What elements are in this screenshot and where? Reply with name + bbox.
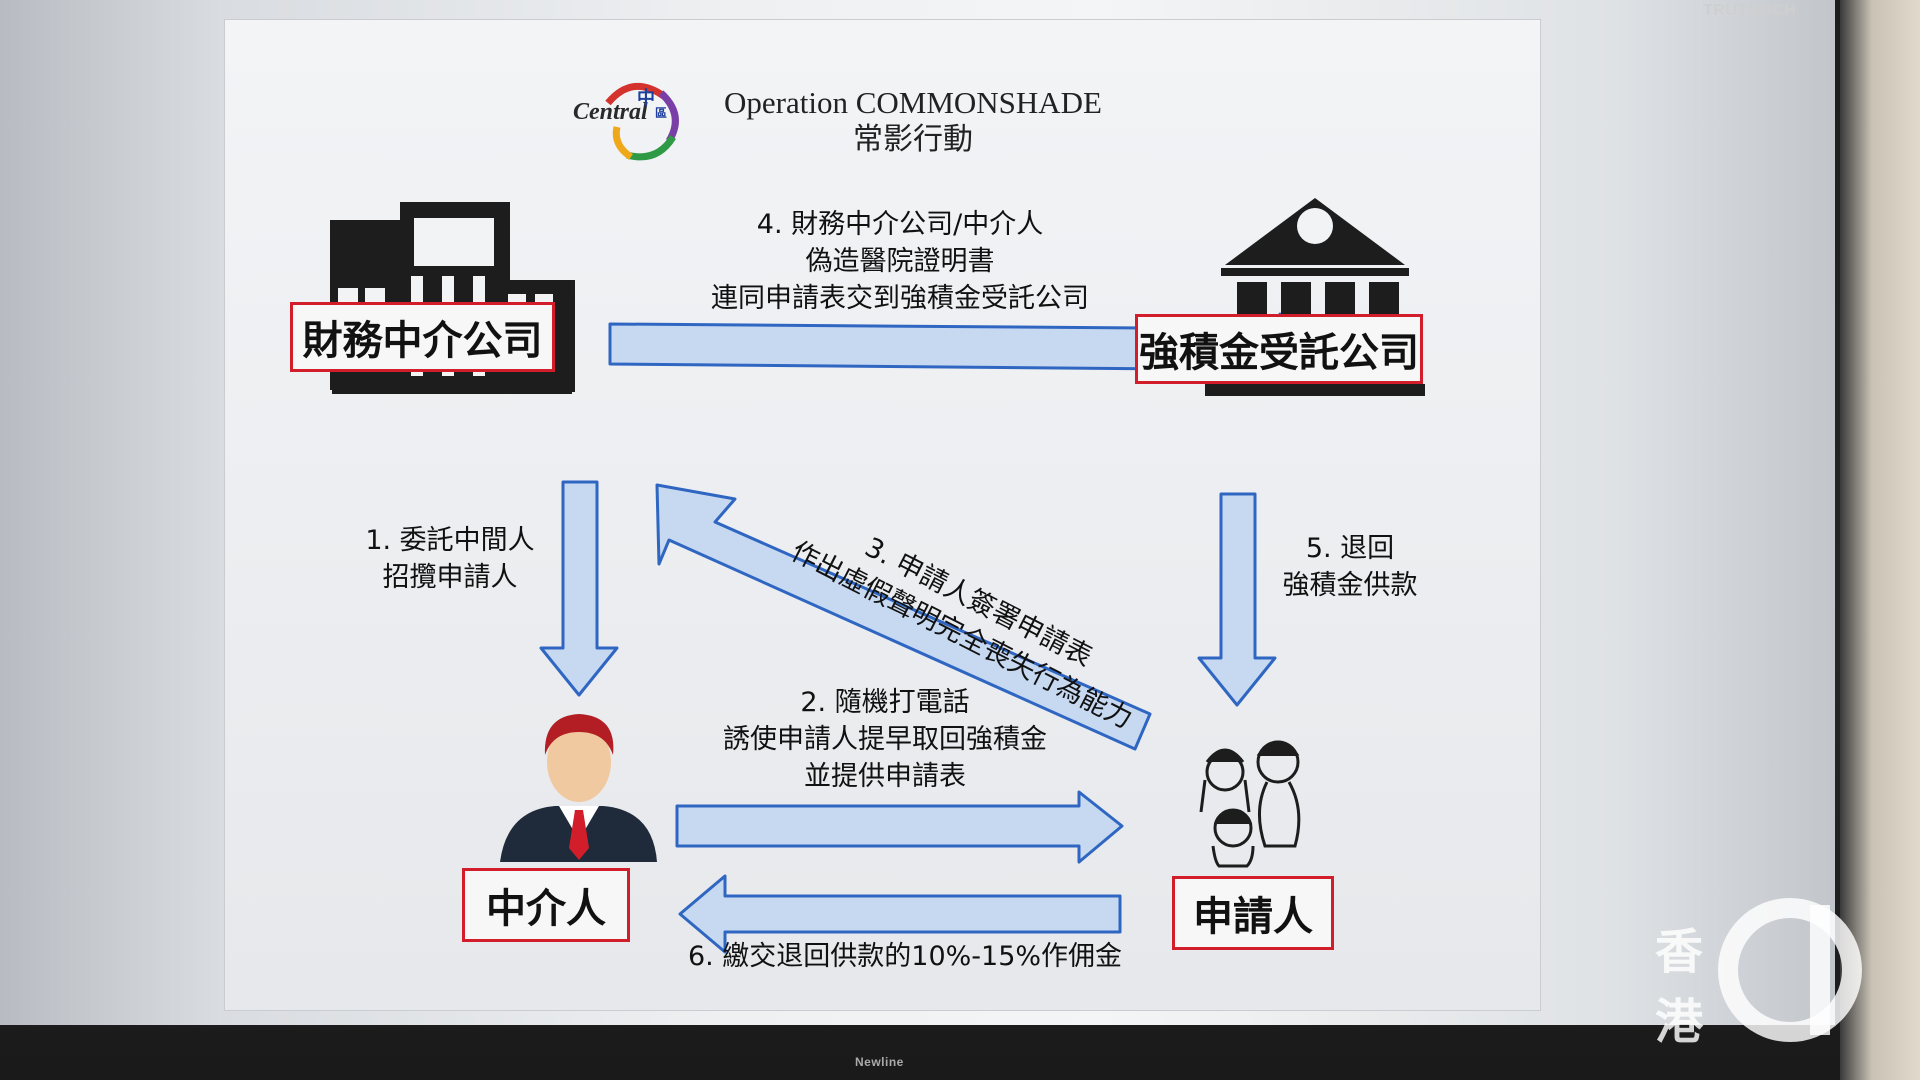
display-bottom-brand: Newline [855, 1055, 904, 1069]
label-step6: 6. 繳交退回供款的10%-15%作佣金 [687, 941, 1123, 972]
businessman-icon [500, 714, 657, 862]
police-district-logo-icon [605, 82, 679, 161]
flow-arrows [330, 198, 1425, 954]
label-step4: 4. 財務中介公司/中介人 偽造醫院證明書 連同申請表交到強積金受託公司 [711, 209, 1089, 314]
logo-text-zh1: 中 [637, 88, 655, 108]
arrow-step5 [1197, 492, 1277, 707]
arrow-step2 [675, 790, 1124, 864]
arrow-step1 [539, 480, 619, 697]
node-company: 財務中介公司 [290, 302, 555, 372]
watermark-char-1: 香 [1655, 924, 1704, 980]
slide-title-zh: 常影行動 [853, 122, 973, 157]
slide: Central 中 區 Operation COMMONSHADE 常影行動 [225, 20, 1540, 1010]
arrow-step3 [655, 483, 1152, 751]
node-agent: 中介人 [462, 868, 630, 942]
node-applicant: 申請人 [1172, 876, 1334, 950]
watermark-char-2: 港 [1655, 994, 1704, 1050]
label-step1: 1. 委託中間人 招攬申請人 [365, 525, 535, 593]
node-trustee: 強積金受託公司 [1135, 314, 1423, 384]
slide-title-en: Operation COMMONSHADE [723, 85, 1102, 120]
logo-text-en: Central [573, 99, 648, 125]
display-brand: TRUTOUCH [1703, 2, 1797, 19]
logo-text-zh2: 區 [655, 106, 668, 120]
label-step2: 2. 隨機打電話 誘使申請人提早取回強積金 並提供申請表 [723, 687, 1047, 792]
arrow-step6 [678, 874, 1122, 954]
background-wall [1840, 0, 1920, 1080]
family-icon [1199, 740, 1301, 868]
label-step5: 5. 退回 強積金供款 [1282, 533, 1418, 601]
